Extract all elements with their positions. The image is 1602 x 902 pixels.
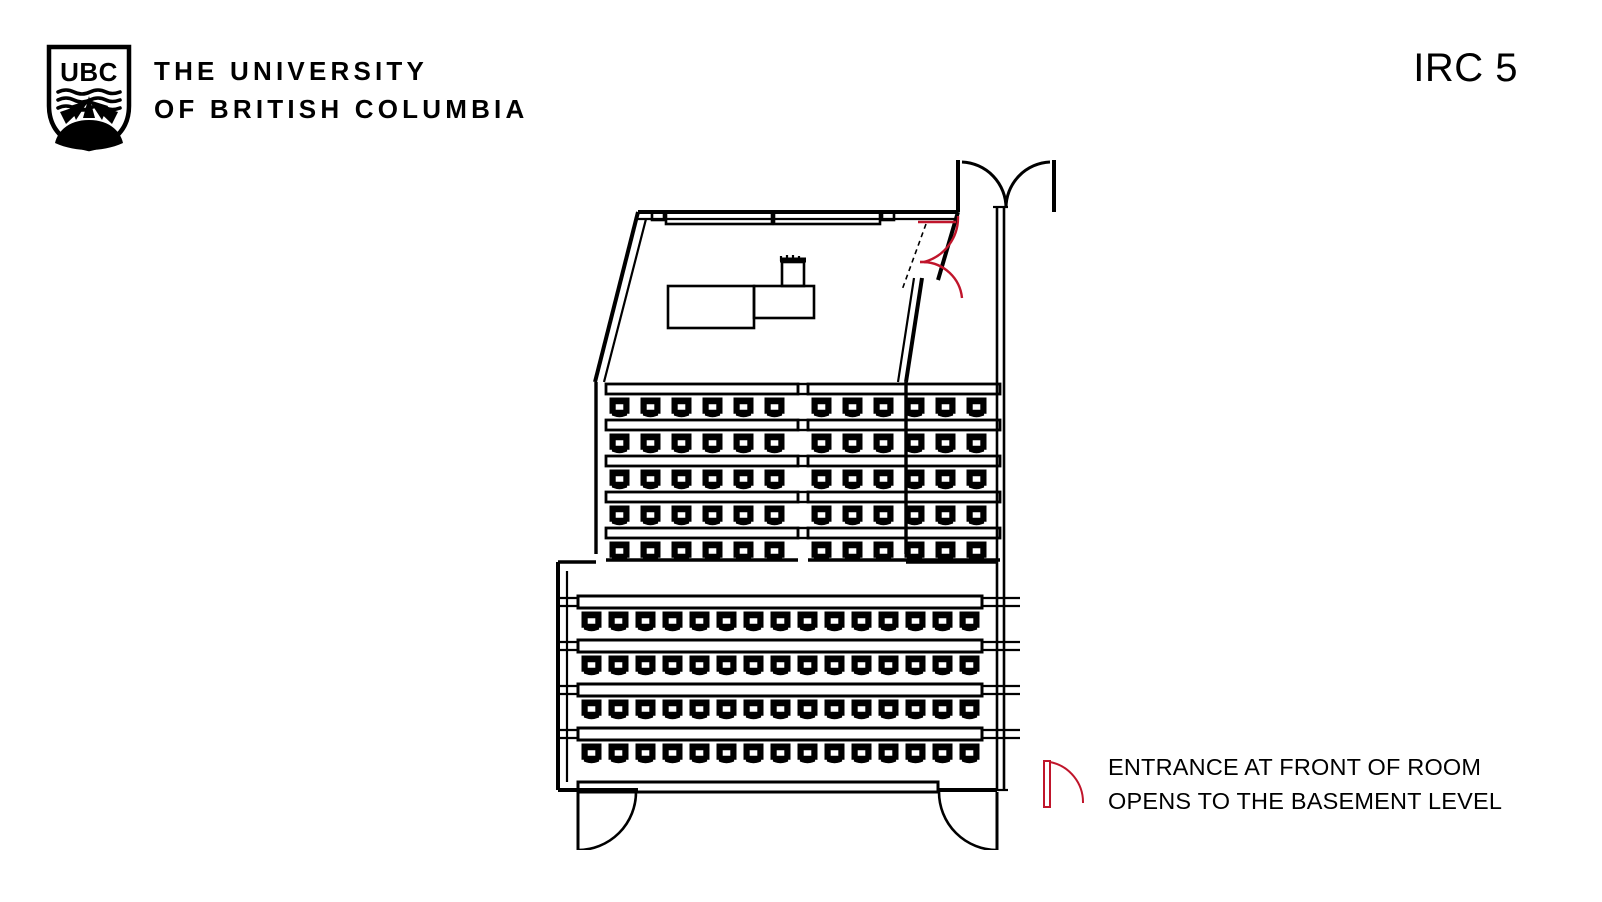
tiered-seating-upper xyxy=(594,382,1002,562)
stage-room-outline xyxy=(593,210,960,383)
seat-row xyxy=(604,382,1002,418)
door-swing-icon xyxy=(1043,760,1085,809)
seat-row xyxy=(604,418,1002,454)
seat-row xyxy=(558,594,1020,632)
tiered-seating-lower xyxy=(558,594,1020,794)
floorplan-diagram xyxy=(510,150,1070,850)
double-door-top-right xyxy=(956,160,1056,212)
exit-door-bottom-left xyxy=(576,791,638,850)
legend-line-2: OPENS TO THE BASEMENT LEVEL xyxy=(1108,787,1503,814)
legend-line-1: ENTRANCE AT FRONT OF ROOM xyxy=(1108,754,1482,780)
wordmark-line-1: THE UNIVERSITY xyxy=(154,56,429,86)
ubc-brand-lockup: UBC THE UNIVERSITY OF BRITISH COLUMBIA xyxy=(46,44,528,152)
ubc-shield-icon: UBC xyxy=(46,44,132,152)
seat-row xyxy=(604,454,1002,490)
legend-text: ENTRANCE AT FRONT OF ROOM OPENS TO THE B… xyxy=(1108,752,1502,816)
wordmark-line-2: OF BRITISH COLUMBIA xyxy=(154,93,529,124)
svg-text:UBC: UBC xyxy=(60,57,118,87)
seat-row xyxy=(604,526,1002,562)
seat-row xyxy=(604,490,1002,526)
legend: ENTRANCE AT FRONT OF ROOM OPENS TO THE B… xyxy=(1040,752,1502,816)
seat-row xyxy=(558,682,1020,720)
ubc-wordmark: THE UNIVERSITY OF BRITISH COLUMBIA xyxy=(154,44,528,125)
floorplan-svg xyxy=(556,160,1056,850)
seat-row xyxy=(558,726,1020,764)
podium xyxy=(752,284,816,320)
instructor-desk xyxy=(666,284,756,330)
front-wall-panels xyxy=(650,210,896,226)
exit-door-bottom-right xyxy=(937,791,999,850)
podium-riser xyxy=(780,260,806,288)
seat-row xyxy=(558,638,1020,676)
page-title: IRC 5 xyxy=(1413,46,1518,90)
stage-furniture xyxy=(666,255,816,330)
red-entrance-door-front xyxy=(918,215,964,299)
